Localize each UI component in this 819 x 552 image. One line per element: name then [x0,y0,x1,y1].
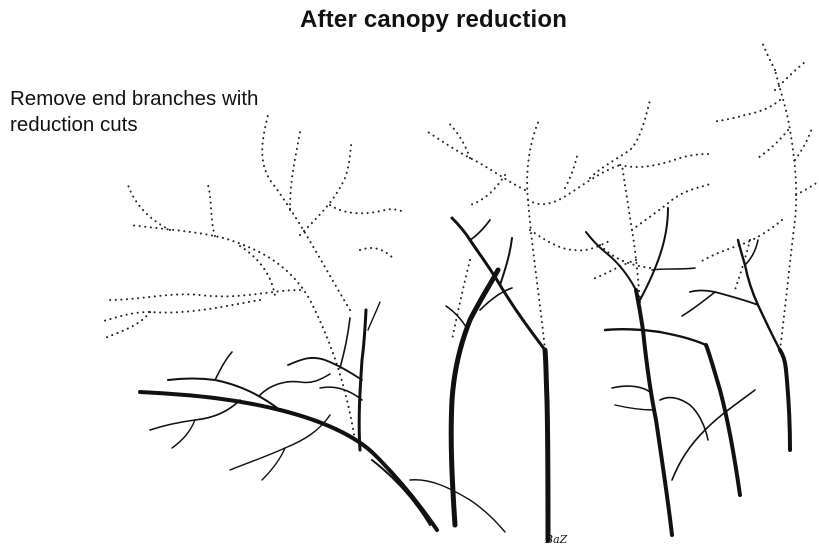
tree-branch [738,240,780,350]
removed-branch [775,70,796,350]
removed-canopy-outline [100,42,818,440]
removed-branch [300,140,352,235]
tree-trunk [706,345,740,495]
tree-branch [320,387,362,400]
tree-trunk [140,392,437,530]
tree-branch [446,306,468,330]
tree-branch [672,390,755,480]
tree-branch [470,220,490,240]
tree-branch [615,405,655,410]
tree-branch [172,420,195,448]
removed-branch [620,154,708,167]
removed-branch [590,100,650,178]
removed-branch [360,248,395,260]
removed-branch [130,225,355,440]
removed-branch [470,175,505,205]
tree-branch [682,292,715,316]
removed-branch [330,205,405,213]
tree-branch [368,302,380,330]
tree-branch [215,352,232,380]
removed-branch [208,185,215,236]
tree-branch [150,400,240,430]
removed-branch [128,185,170,230]
removed-branch [290,132,300,210]
removed-branch [240,246,275,296]
removed-branch [796,182,818,195]
removed-branch [262,115,350,310]
tree-branch [745,240,758,265]
removed-branch [700,220,782,262]
tree-trunk [636,290,672,535]
removed-branch [105,312,150,338]
tree-branch [652,268,695,270]
tree-branch [410,480,505,532]
removed-branch [795,128,812,160]
removed-branch [528,165,620,204]
removed-branch [100,300,260,322]
removed-branch [425,130,525,190]
tree-branch [500,238,512,285]
tree-branch [230,415,330,470]
removed-branch [632,184,710,230]
removed-branch [565,152,578,188]
removed-branch [762,42,775,70]
removed-branch [448,122,470,158]
removed-branch [712,100,780,122]
tree-branch [586,232,636,290]
tree-trunk [780,350,790,450]
remaining-tree-structure [140,208,790,540]
tree-trunk [545,350,548,540]
tree-trunk [372,460,430,525]
tree-branch [605,329,706,345]
removed-branch [755,130,788,160]
tree-branch [260,374,330,395]
tree-branch [640,208,668,300]
removed-branch [775,62,805,90]
removed-branch [735,240,750,290]
removed-branch [527,118,545,350]
artist-signature: BaZ [545,533,567,546]
tree-branch [340,318,350,368]
removed-branch [110,290,300,300]
tree-branch [612,386,650,392]
